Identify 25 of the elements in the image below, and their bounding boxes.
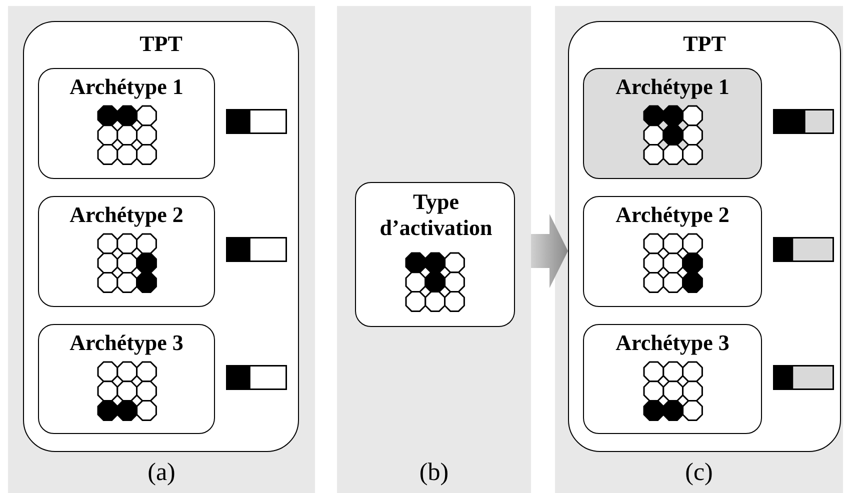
group-box — [568, 21, 841, 452]
box-title: Archétype 2 — [614, 203, 730, 227]
panel-label: (c) — [684, 459, 714, 487]
process-box — [583, 196, 762, 307]
process-box — [583, 68, 762, 179]
process-box — [38, 196, 215, 307]
box-title: Archétype 3 — [68, 331, 184, 355]
process-box — [38, 324, 215, 434]
box-title: Archétype 2 — [68, 203, 184, 227]
group-title: TPT — [682, 32, 727, 56]
box-title: Archétype 1 — [614, 75, 730, 99]
panel-label: (b) — [418, 459, 450, 487]
group-title: TPT — [138, 32, 184, 56]
block-arrow — [531, 214, 568, 288]
process-box — [38, 68, 215, 179]
panel-background — [555, 6, 843, 493]
process-box — [583, 324, 762, 434]
box-title: Type d’activation — [378, 189, 494, 241]
box-title: Archétype 1 — [68, 75, 184, 99]
panel-label: (a) — [146, 459, 176, 487]
panel-background — [8, 6, 315, 493]
box-title: Archétype 3 — [614, 331, 730, 355]
process-box — [355, 182, 515, 327]
group-box — [23, 21, 299, 452]
panel-background — [337, 6, 531, 493]
